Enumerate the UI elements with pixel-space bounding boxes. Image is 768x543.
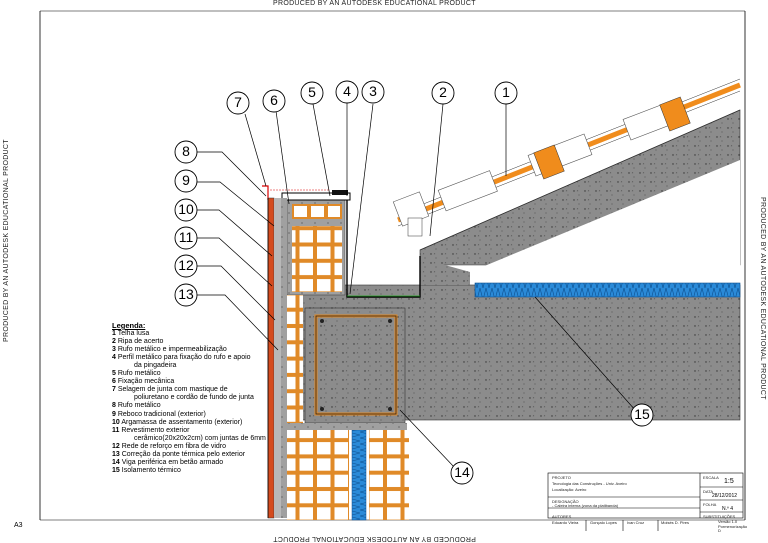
tb-scale-label: ESCALA [703,475,719,480]
legend-item: 11 Revestimento exterior [112,427,266,435]
marker-9: 9 [182,172,190,188]
legend-item-number: 13 [112,450,120,458]
legend-title: Legenda: [112,321,146,330]
legend-item: 15 Isolamento térmico [112,467,266,475]
legend-item-text: Revestimento exterior [121,426,190,434]
marker-13: 13 [178,286,194,302]
tb-sheet-label: FOLHA [703,502,717,507]
legend-item-number: 8 [112,402,116,410]
legend-item: 6 Fixação mecânica [112,378,266,386]
legend-item-number: 5 [112,370,116,378]
legend-item: 2 Ripa de acerto [112,338,266,346]
legend-item-number: 11 [112,426,120,434]
legend-item: 3 Rufo metálico e impermeabilização [112,346,266,354]
tb-location: Localização: Aveiro [552,487,587,492]
marker-10: 10 [178,201,194,217]
legend-item-text: Argamassa de assentamento (exterior) [121,418,243,426]
tb-author-1: Eduardo Vieira [552,520,579,525]
legend-item-text: Perfil metálico para fixação do rufo e a… [117,354,251,362]
tb-sheet: N.º 4 [722,506,733,512]
tb-project: Tecnologia das Construções - Univ. Aveir… [552,481,627,486]
legend-item-text: Ripa de acerto [117,338,164,346]
legend-item-text: Selagem de junta com mastique de [117,386,228,394]
legend-item: 10 Argamassa de assentamento (exterior) [112,419,266,427]
tb-substitutions: Versão 1.0 Pormenorização D [718,519,748,533]
marker-3: 3 [369,83,377,99]
legend-item: 5 Rufo metálico [112,370,266,378]
legend-item-text: Isolamento térmico [121,466,181,474]
watermark-right: PRODUCED BY AN AUTODESK EDUCATIONAL PROD… [759,197,766,400]
tb-project-label: PROJETO [552,475,571,480]
marker-6: 6 [270,92,278,108]
legend-item-number: 12 [112,442,120,450]
tb-author-3: Ivan Cruz [627,520,645,525]
legend-item: 1 Telha lusa [112,330,266,338]
legend-item-continuation: da pingadeira [134,362,177,370]
legend-item: 8 Rufo metálico [112,402,266,410]
legend-item-number: 3 [112,346,116,354]
legend-item-number: 1 [112,330,116,338]
marker-5: 5 [308,84,316,100]
tb-author-2: Gonçalo Lopes [590,520,617,525]
marker-1: 1 [502,84,510,100]
legend-item-text: Reboco tradicional (exterior) [117,410,206,418]
watermark-left: PRODUCED BY AN AUTODESK EDUCATIONAL PROD… [3,139,10,342]
legend-item-text: Telha lusa [117,330,150,338]
legend-item: 4 Perfil metálico para fixação do rufo e… [112,354,266,362]
legend-item-number: 14 [112,458,120,466]
page-number: A3 [14,522,23,529]
marker-2: 2 [439,84,447,100]
legend-item-number: 2 [112,338,116,346]
marker-14: 14 [454,464,470,480]
legend-item: 13 Correção da ponte térmica pelo exteri… [112,451,266,459]
tb-substitutions-label: SUBSTITUIÇÕES [703,514,736,519]
marker-8: 8 [182,143,190,159]
legend-item: 7 Selagem de junta com mastique de [112,386,266,394]
legend-item: 9 Reboco tradicional (exterior) [112,411,266,419]
marker-15: 15 [634,406,650,422]
legend-item-text: Rede de reforço em fibra de vidro [121,442,227,450]
watermark-top: PRODUCED BY AN AUTODESK EDUCATIONAL PROD… [273,0,476,7]
legend-item-number: 9 [112,410,116,418]
legend-item-number: 7 [112,386,116,394]
legend-item-continuation: cerâmico(20x20x2cm) com juntas de 6mm [134,434,266,442]
tb-authors-label: AUTORES [552,514,572,519]
marker-4: 4 [343,83,351,99]
legend-item: 12 Rede de reforço em fibra de vidro [112,443,266,451]
tb-date: 28/12/2012 [712,493,738,499]
roof-tiles [392,78,741,237]
marker-12: 12 [178,257,194,273]
legend-item-number: 4 [112,354,116,362]
legend-item-text: Rufo metálico [117,370,161,378]
tb-designation: - Caleira interna (zona da platibanda) [552,503,619,508]
legend-item: 14 Viga periférica em betão armado [112,459,266,467]
legend-item-text: Fixação mecânica [117,378,175,386]
legend-item-number: 10 [112,418,120,426]
legend-item-number: 15 [112,466,120,474]
legend-item-text: Rufo metálico [117,402,161,410]
legend-item-continuation: poliuretano e cordão de fundo de junta [134,394,254,402]
legend-item-text: Correção da ponte térmica pelo exterior [121,450,246,458]
tb-scale: 1:5 [724,478,734,485]
legend-item-text: Viga periférica em betão armado [121,458,224,466]
legend-item-number: 6 [112,378,116,386]
marker-7: 7 [234,94,242,110]
tb-date-label: DATA [703,489,714,494]
tb-author-4: Moisés D. Pires [661,520,690,525]
watermark-bottom: PRODUCED BY AN AUTODESK EDUCATIONAL PROD… [273,535,476,542]
legend-item-text: Rufo metálico e impermeabilização [117,346,227,354]
marker-11: 11 [178,229,194,245]
tb-designation-label: DESIGNAÇÃO [552,499,579,504]
